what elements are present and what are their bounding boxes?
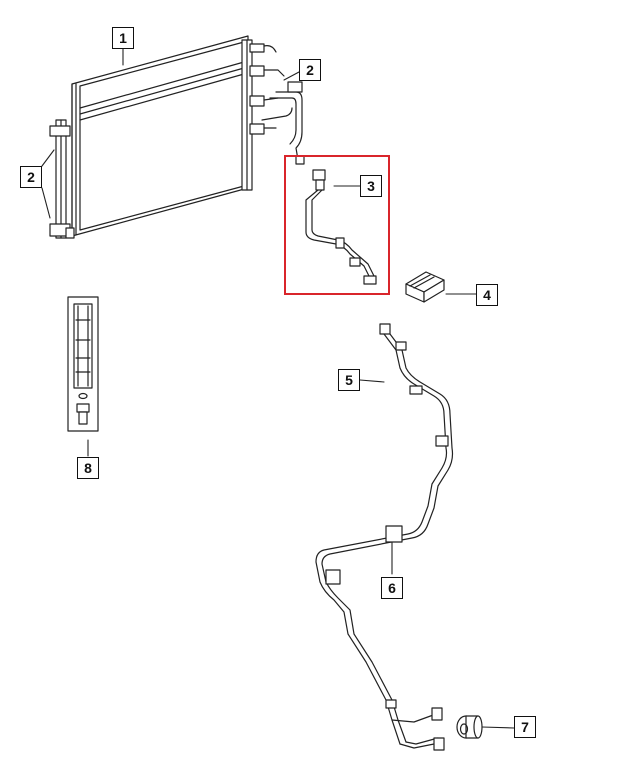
cap-part-7 — [456, 715, 483, 739]
callout-2a[interactable]: 2 — [299, 59, 321, 81]
condenser-tubes — [261, 81, 305, 165]
ac-line-part-3 — [305, 169, 377, 285]
kit-part-8 — [67, 296, 99, 432]
callout-3[interactable]: 3 — [360, 175, 382, 197]
ac-line-part-5 — [315, 323, 454, 751]
callout-1[interactable]: 1 — [112, 27, 134, 49]
callout-2b[interactable]: 2 — [20, 166, 42, 188]
leader-lines — [41, 48, 515, 729]
drier-part-4 — [405, 271, 445, 303]
callout-5[interactable]: 5 — [338, 369, 360, 391]
condenser-part-1 — [49, 35, 285, 239]
callout-6[interactable]: 6 — [381, 577, 403, 599]
highlighted-part-frame — [284, 155, 390, 295]
callout-7[interactable]: 7 — [514, 716, 536, 738]
callout-4[interactable]: 4 — [476, 284, 498, 306]
callout-8[interactable]: 8 — [77, 457, 99, 479]
